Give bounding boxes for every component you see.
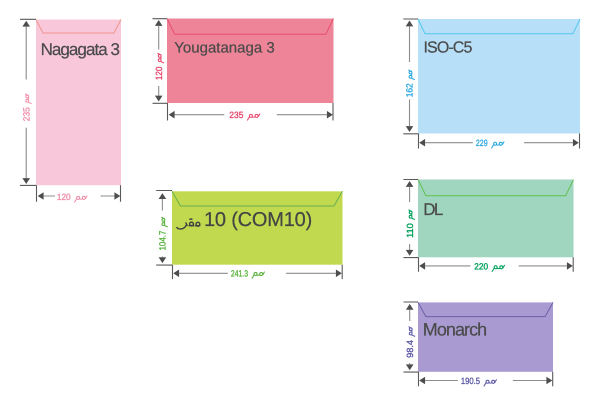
svg-text:10 (COM10): 10 (COM10) xyxy=(204,209,312,231)
svg-text:229: 229 xyxy=(476,138,488,148)
svg-text:ISO-C5: ISO-C5 xyxy=(424,40,473,57)
svg-text:Nagagata 3: Nagagata 3 xyxy=(41,40,120,59)
svg-text:120: 120 xyxy=(154,67,164,81)
svg-text:DL: DL xyxy=(423,200,443,219)
svg-text:235: 235 xyxy=(21,107,31,121)
svg-text:120: 120 xyxy=(57,192,71,202)
svg-text:Monarch: Monarch xyxy=(423,320,486,340)
svg-text:104.7: 104.7 xyxy=(158,231,168,251)
svg-text:220: 220 xyxy=(474,262,488,272)
svg-text:235: 235 xyxy=(229,110,243,120)
svg-text:162: 162 xyxy=(405,83,415,97)
svg-text:190.5: 190.5 xyxy=(461,376,480,386)
svg-text:241.3: 241.3 xyxy=(231,268,248,278)
svg-text:98.4: 98.4 xyxy=(405,340,415,358)
svg-text:110: 110 xyxy=(405,223,415,238)
svg-text:Yougatanaga 3: Yougatanaga 3 xyxy=(174,39,274,56)
